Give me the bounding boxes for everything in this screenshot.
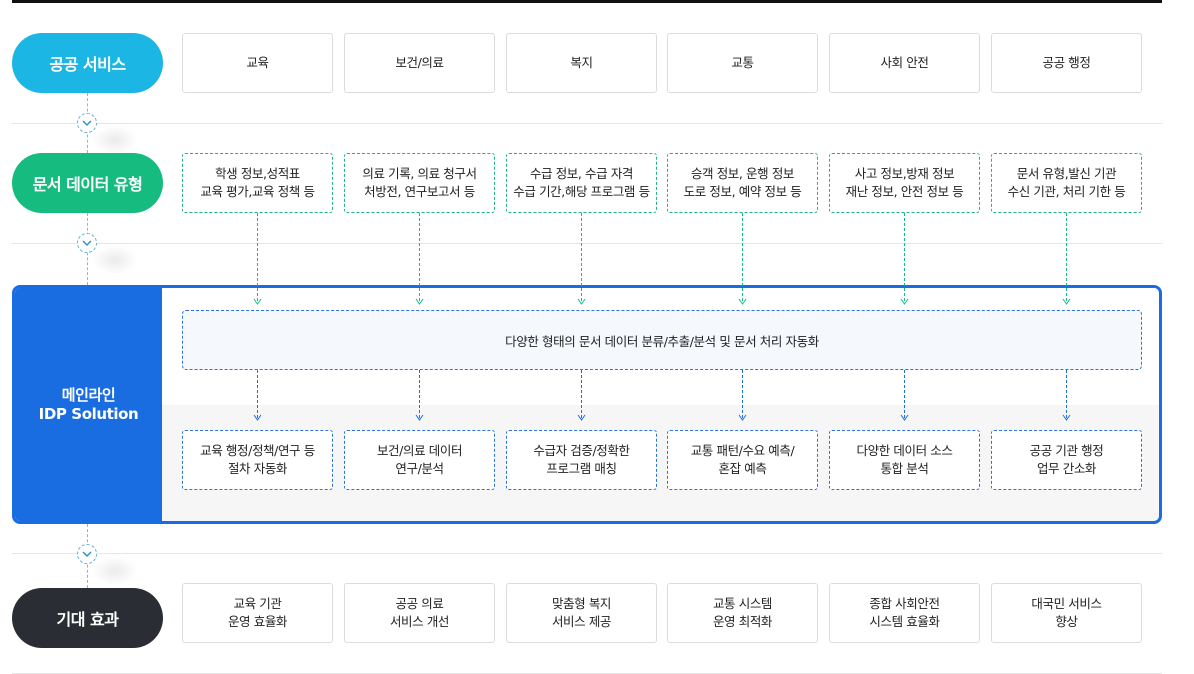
idp-outcome-text-line: 교육 행정/정책/연구 등	[200, 443, 315, 458]
doc-type-text-line: 처방전, 연구보고서 등	[364, 184, 475, 199]
doc-type-text-line: 수급 기간,해당 프로그램 등	[513, 184, 650, 199]
doc-to-idp-arrow-arrowhead-icon	[900, 298, 909, 305]
doc-type-text-line: 재난 정보, 안전 정보 등	[845, 184, 964, 199]
idp-outcome-text-line: 연구/분석	[395, 461, 444, 476]
service-box: 보건/의료	[344, 33, 495, 93]
service-text: 복지	[570, 55, 593, 70]
idp-outcome-text-line: 통합 분석	[880, 461, 929, 476]
idp-outcome-text-line: 교통 패턴/수요 예측/	[690, 443, 795, 458]
idp-outcome-text-line: 수급자 검증/정확한	[533, 443, 630, 458]
doc-type-text-line: 사고 정보,방재 정보	[854, 166, 955, 181]
effect-text-line: 교육 기관	[233, 596, 282, 611]
chevron-down-icon	[77, 544, 97, 564]
chevron-down-icon	[77, 113, 97, 133]
service-box: 교통	[667, 33, 818, 93]
effect-text-line: 서비스 개선	[389, 614, 450, 629]
doc-to-idp-arrow-arrowhead-icon	[1062, 298, 1071, 305]
chevron-down-icon	[77, 233, 97, 253]
effect-text-line: 맞춤형 복지	[551, 596, 612, 611]
idp-process-arrow-arrowhead-icon	[415, 414, 424, 421]
idp-outcome-text-line: 보건/의료 데이터	[376, 443, 463, 458]
doc-type-text-line: 승객 정보, 운행 정보	[690, 166, 795, 181]
row-label-document-types: 문서 데이터 유형	[12, 153, 163, 213]
effect-text-line: 공공 의료	[395, 596, 444, 611]
effect-text-line: 종합 사회안전	[869, 596, 940, 611]
doc-type-text-line: 학생 정보,성적표	[215, 166, 300, 181]
idp-outcome-text-line: 다양한 데이터 소스	[856, 443, 953, 458]
effect-text-line: 교통 시스템	[712, 596, 773, 611]
effect-text-line: 서비스 제공	[551, 614, 612, 629]
doc-to-idp-arrow-arrowhead-icon	[253, 298, 262, 305]
row-label-public-services: 공공 서비스	[12, 33, 163, 93]
doc-to-idp-arrow-arrowhead-icon	[415, 298, 424, 305]
doc-to-idp-arrow-arrowhead-icon	[738, 298, 747, 305]
idp-process-arrow-arrowhead-icon	[253, 414, 262, 421]
row-divider	[12, 123, 1162, 124]
idp-process-box: 다양한 형태의 문서 데이터 분류/추출/분석 및 문서 처리 자동화	[182, 310, 1142, 370]
row-divider	[12, 243, 1162, 244]
service-text: 공공 행정	[1042, 55, 1091, 70]
idp-process-arrow-arrowhead-icon	[900, 414, 909, 421]
idp-process-arrow-arrowhead-icon	[577, 414, 586, 421]
service-text: 사회 안전	[880, 55, 929, 70]
effect-text-line: 시스템 효율화	[869, 614, 940, 629]
idp-outcome-text-line: 프로그램 매칭	[546, 461, 617, 476]
service-text: 교통	[731, 55, 754, 70]
top-rule	[12, 0, 1162, 3]
idp-outcome-text-line: 혼잡 예측	[718, 461, 767, 476]
idp-outcome-box: 교통 패턴/수요 예측/혼잡 예측	[667, 430, 818, 490]
service-text: 보건/의료	[395, 55, 444, 70]
idp-outcome-text-line: 공공 기관 행정	[1029, 443, 1104, 458]
idp-label-line1: 메인라인	[61, 385, 116, 404]
service-box: 복지	[506, 33, 657, 93]
doc-type-text-line: 수신 기관, 처리 기한 등	[1007, 184, 1126, 199]
idp-label-line2: IDP Solution	[38, 404, 139, 423]
idp-process-arrow-arrowhead-icon	[1062, 414, 1071, 421]
doc-type-text-line: 문서 유형,발신 기관	[1016, 166, 1117, 181]
idp-outcome-text-line: 업무 간소화	[1036, 461, 1097, 476]
idp-process-arrow-arrowhead-icon	[738, 414, 747, 421]
effect-text-line: 대국민 서비스	[1031, 596, 1102, 611]
effect-text-line: 운영 최적화	[712, 614, 773, 629]
effect-text-line: 향상	[1055, 614, 1078, 629]
doc-type-text-line: 의료 기록, 의료 청구서	[362, 166, 477, 181]
service-text: 교육	[246, 55, 269, 70]
service-box: 공공 행정	[991, 33, 1142, 93]
doc-type-text-line: 교육 평가,교육 정책 등	[200, 184, 315, 199]
service-box: 사회 안전	[829, 33, 980, 93]
doc-to-idp-arrow-arrowhead-icon	[577, 298, 586, 305]
service-box: 교육	[182, 33, 333, 93]
doc-type-text-line: 도로 정보, 예약 정보 등	[683, 184, 802, 199]
effect-text-line: 운영 효율화	[227, 614, 288, 629]
doc-type-text-line: 수급 정보, 수급 자격	[529, 166, 634, 181]
row-divider	[12, 553, 1162, 554]
row-label-expected-effects: 기대 효과	[12, 588, 163, 648]
idp-solution-label: 메인라인 IDP Solution	[15, 288, 162, 521]
idp-outcome-text-line: 절차 자동화	[227, 461, 288, 476]
